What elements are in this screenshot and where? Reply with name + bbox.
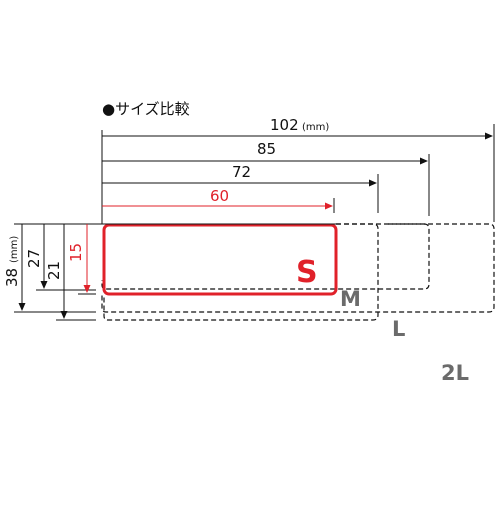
height-label-38: 38	[3, 268, 21, 287]
width-label-60: 60	[210, 187, 229, 205]
height-unit-38: (mm)	[9, 236, 20, 263]
height-label-21: 21	[45, 261, 63, 280]
size-m-dashed-frame	[336, 224, 378, 269]
size-s-frame	[102, 223, 338, 296]
width-label-102: 102	[270, 116, 299, 134]
size-label-s: S	[296, 255, 318, 290]
outline-m-final	[336, 224, 378, 263]
frame-m	[103, 223, 379, 321]
width-unit-102: (mm)	[302, 122, 329, 133]
width-label-72: 72	[232, 163, 251, 181]
size-label-2l: 2L	[441, 361, 469, 385]
diagram-title: ●サイズ比較	[102, 100, 190, 118]
height-label-27: 27	[25, 249, 43, 268]
outline-l	[101, 223, 430, 290]
height-label-15: 15	[67, 243, 85, 262]
size-label-m: M	[340, 287, 361, 311]
size-label-l: L	[392, 317, 405, 341]
width-label-85: 85	[257, 140, 276, 158]
outline-2l	[101, 223, 495, 313]
